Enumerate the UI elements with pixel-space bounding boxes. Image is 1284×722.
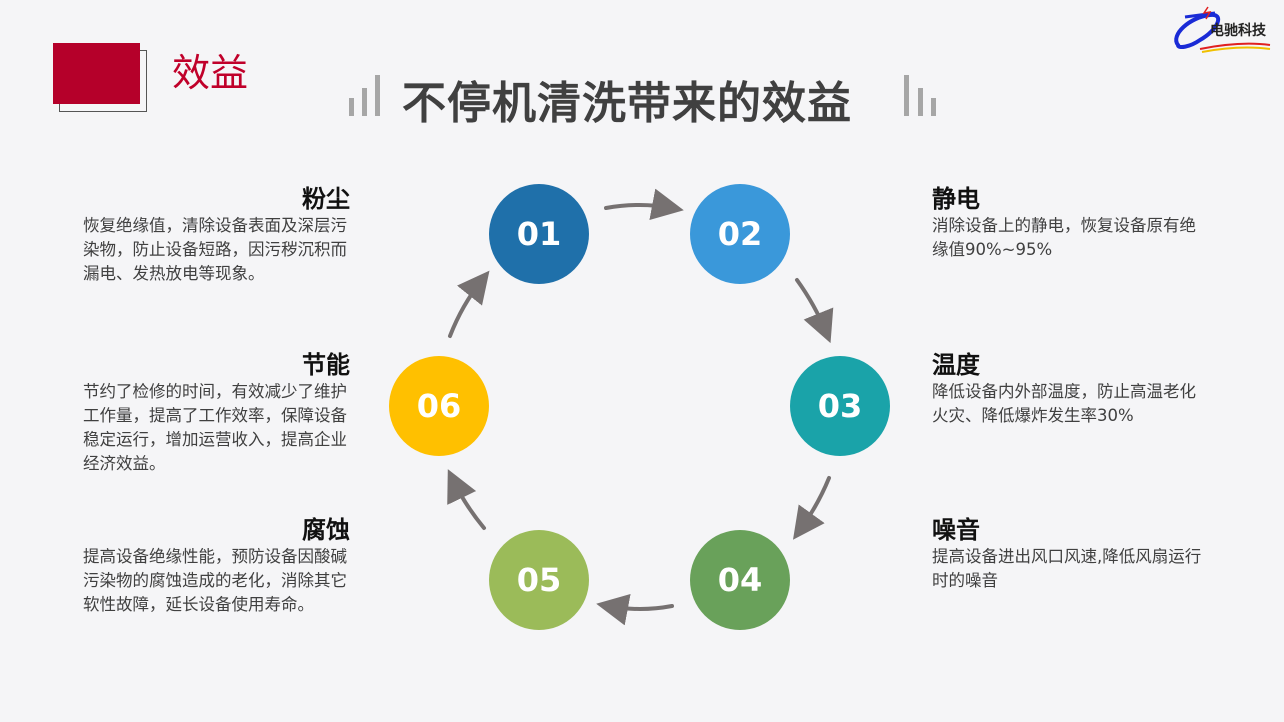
header-decoration-square: [53, 43, 140, 104]
title-bar-decoration: [349, 98, 354, 116]
benefit-temperature: 温度 降低设备内外部温度，防止高温老化火灾、降低爆炸发生率30%: [932, 350, 1202, 428]
title-bar-decoration: [375, 75, 380, 116]
title-bar-decoration: [918, 88, 923, 116]
benefit-text: 提高设备进出风口风速,降低风扇运行时的噪音: [932, 547, 1202, 590]
benefit-title: 静电: [932, 185, 980, 213]
benefit-energy: 节能 节约了检修的时间，有效减少了维护工作量，提高了工作效率，保障设备稳定运行，…: [83, 350, 363, 476]
benefit-text: 提高设备绝缘性能，预防设备因酸碱污染物的腐蚀造成的老化，消除其它软性故障，延长设…: [83, 547, 347, 614]
benefit-noise: 噪音 提高设备进出风口风速,降低风扇运行时的噪音: [932, 515, 1202, 593]
benefit-title: 腐蚀: [302, 516, 350, 544]
benefit-title: 节能: [302, 351, 350, 379]
step-circle-01: 01: [489, 184, 589, 284]
svg-text:电驰科技: 电驰科技: [1210, 22, 1267, 39]
title-bar-decoration: [904, 75, 909, 116]
step-circle-05: 05: [489, 530, 589, 630]
step-circle-06: 06: [389, 356, 489, 456]
benefit-text: 节约了检修的时间，有效减少了维护工作量，提高了工作效率，保障设备稳定运行，增加运…: [83, 382, 347, 473]
title-bar-decoration: [931, 98, 936, 116]
benefit-title: 温度: [932, 351, 980, 379]
benefit-dust: 粉尘 恢复绝缘值，清除设备表面及深层污染物，防止设备短路，因污秽沉积而漏电、发热…: [83, 184, 363, 286]
section-title: 效益: [172, 51, 249, 95]
benefit-title: 噪音: [932, 516, 980, 544]
step-circle-04: 04: [690, 530, 790, 630]
arrow-06-01: [448, 270, 490, 338]
title-bar-decoration: [362, 88, 367, 116]
arrow-03-04: [792, 476, 831, 540]
step-circle-02: 02: [690, 184, 790, 284]
arrow-05-06: [447, 469, 486, 530]
arrow-01-02: [604, 188, 684, 221]
benefit-static: 静电 消除设备上的静电，恢复设备原有绝缘值90%~95%: [932, 184, 1202, 262]
company-logo: 电驰科技: [1170, 5, 1275, 55]
benefit-text: 降低设备内外部温度，防止高温老化火灾、降低爆炸发生率30%: [932, 382, 1196, 425]
benefit-text: 消除设备上的静电，恢复设备原有绝缘值90%~95%: [932, 216, 1196, 259]
arrow-04-05: [596, 593, 674, 626]
benefit-corrosion: 腐蚀 提高设备绝缘性能，预防设备因酸碱污染物的腐蚀造成的老化，消除其它软性故障，…: [83, 515, 363, 617]
page-title: 不停机清洗带来的效益: [402, 78, 852, 129]
benefit-title: 粉尘: [302, 185, 350, 213]
step-circle-03: 03: [790, 356, 890, 456]
arrow-02-03: [795, 278, 834, 344]
benefit-text: 恢复绝缘值，清除设备表面及深层污染物，防止设备短路，因污秽沉积而漏电、发热放电等…: [83, 216, 347, 283]
